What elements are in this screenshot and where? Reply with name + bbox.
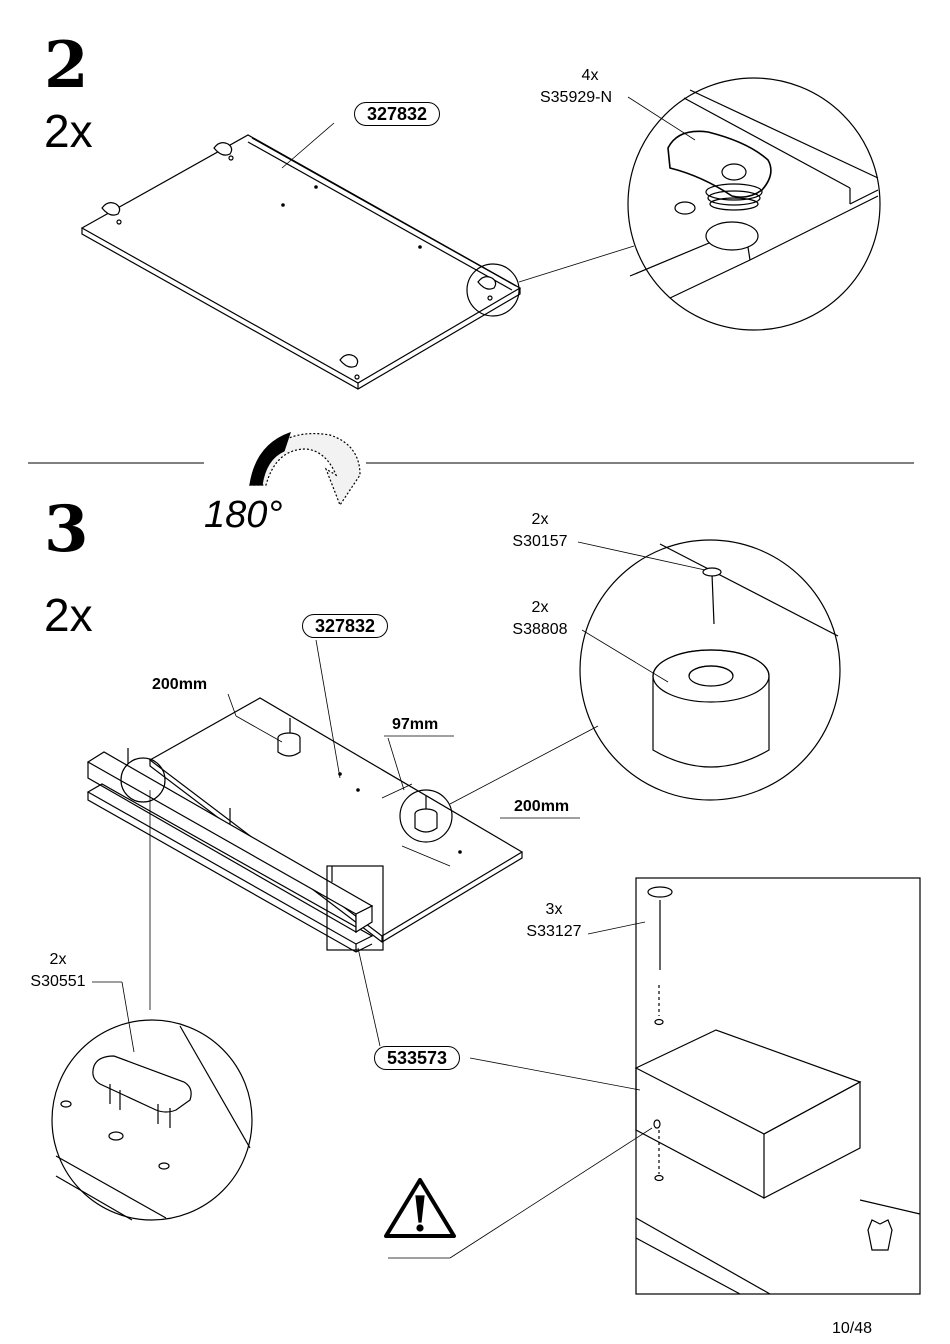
foot-zoom-detail bbox=[577, 539, 841, 801]
hw-s30157-code: S30157 bbox=[512, 533, 568, 550]
rail-zoom-detail bbox=[388, 877, 921, 1295]
step2-panel-drawing bbox=[80, 134, 522, 390]
hw-s30551-qty: 2x bbox=[49, 951, 67, 968]
step3-panel-drawing bbox=[86, 697, 524, 953]
dimension-right: 200mm bbox=[514, 798, 570, 815]
dowel-zoom-detail bbox=[51, 981, 253, 1221]
step2-part-id: 327832 bbox=[354, 102, 441, 126]
cam-lock-small-icons bbox=[101, 142, 497, 380]
dimension-offset: 97mm bbox=[392, 716, 439, 733]
hw-s33127-code: S33127 bbox=[526, 923, 582, 940]
dimension-left: 200mm bbox=[152, 676, 208, 693]
warning-icon bbox=[384, 1178, 456, 1238]
step2-quantity: 2x bbox=[44, 105, 93, 157]
hw-s30157-qty: 2x bbox=[531, 511, 549, 528]
step3-quantity: 2x bbox=[44, 589, 93, 641]
rotation-arrow-icon bbox=[249, 432, 361, 507]
hw-s38808-qty: 2x bbox=[531, 599, 549, 616]
step3-rail-part-id: 533573 bbox=[374, 1046, 461, 1070]
step3-part-id: 327832 bbox=[302, 614, 389, 638]
hw-s33127-qty: 3x bbox=[545, 901, 563, 918]
rotation-label: 180° bbox=[204, 494, 283, 536]
step3-number: 3 bbox=[44, 492, 89, 567]
hw-s38808-code: S38808 bbox=[512, 621, 568, 638]
step2-hardware-qty: 4x bbox=[581, 67, 599, 84]
page-number: 10/48 bbox=[832, 1320, 873, 1337]
hw-s30551-code: S30551 bbox=[30, 973, 86, 990]
step2-number: 2 bbox=[44, 28, 89, 103]
step2-zoom-detail bbox=[627, 77, 881, 331]
step2-hardware-code: S35929-N bbox=[539, 89, 613, 106]
